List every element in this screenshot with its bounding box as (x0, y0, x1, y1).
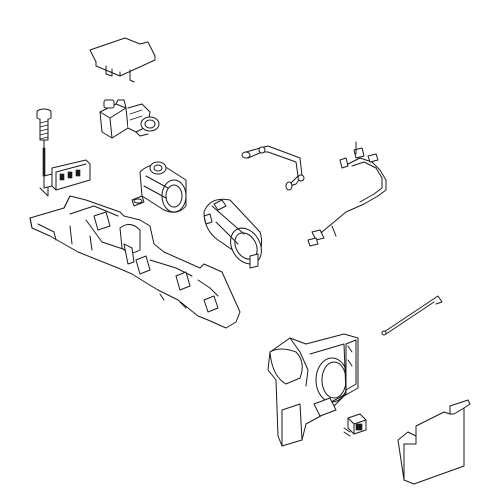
screw-icon (36, 108, 52, 149)
panel-icon (397, 399, 471, 485)
tube-icon (241, 145, 305, 191)
rod-icon (381, 295, 443, 336)
motor-icon (131, 161, 187, 213)
valve-icon (99, 99, 160, 139)
frame-icon (29, 195, 241, 329)
wire-harness-icon (307, 141, 387, 247)
cylinder-icon (203, 198, 263, 269)
cover-plate-icon (89, 37, 156, 83)
housing-icon (267, 333, 359, 447)
bracket-icon (39, 147, 91, 197)
switch-icon (343, 413, 367, 437)
